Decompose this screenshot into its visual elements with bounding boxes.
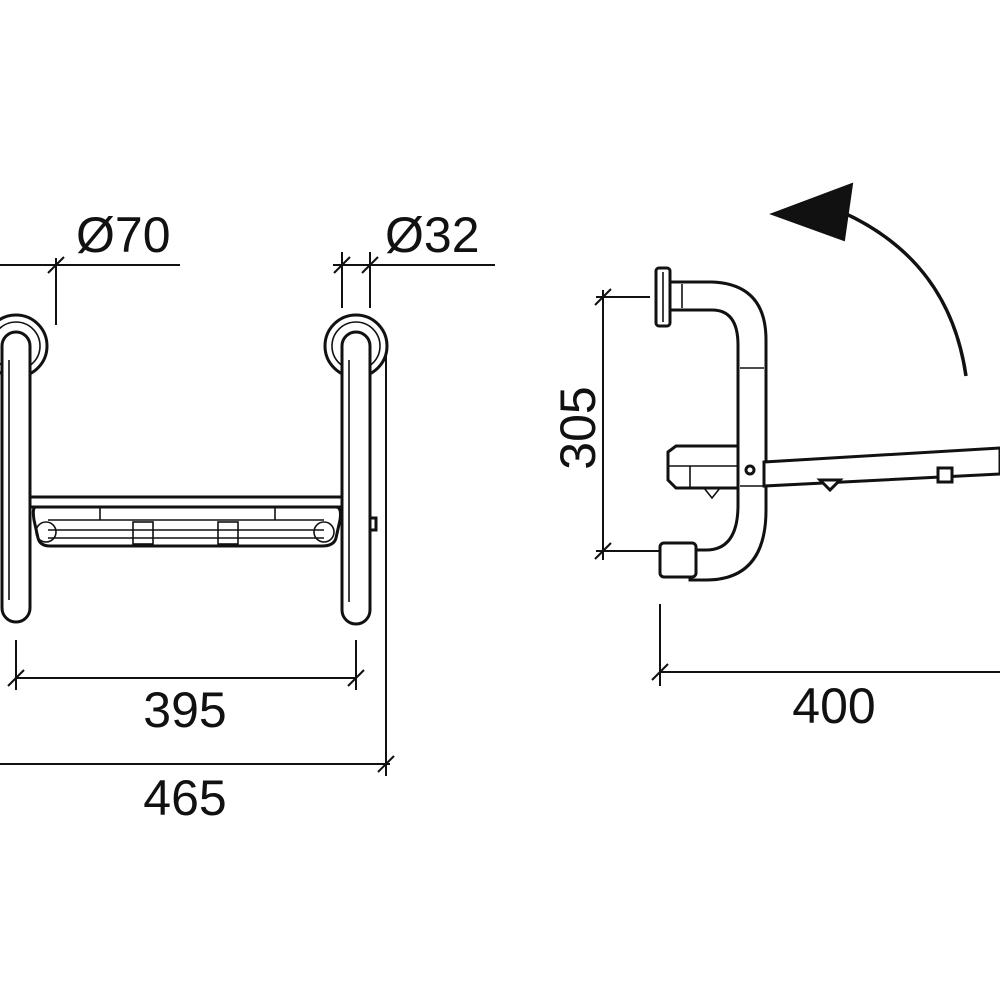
right-grab-rail [323, 313, 389, 626]
fold-up-arrow-icon [769, 182, 968, 377]
seat-hinge [666, 444, 740, 500]
folding-seat-front [28, 495, 344, 548]
wall-mount-plate [654, 266, 672, 328]
height-dimension: 305 [550, 288, 662, 560]
folding-seat-side [762, 446, 1000, 493]
depth-label: 400 [792, 678, 875, 734]
overall-width-label: 465 [143, 770, 226, 826]
flange-diameter-label: Ø70 [76, 207, 171, 263]
tube-diameter-label: Ø32 [385, 207, 480, 263]
left-grab-rail [0, 313, 49, 624]
side-view: 305 [550, 182, 1000, 734]
front-view: Ø70 Ø32 [0, 207, 495, 826]
inner-width-dimension: 395 [7, 640, 365, 738]
c-shaped-rail [658, 280, 768, 582]
inner-width-label: 395 [143, 682, 226, 738]
overall-width-dimension: 465 [0, 352, 395, 826]
depth-dimension: 400 [651, 604, 1000, 734]
tube-diameter-callout: Ø32 [333, 207, 495, 308]
height-label: 305 [550, 386, 606, 469]
flange-diameter-callout: Ø70 [0, 207, 180, 325]
